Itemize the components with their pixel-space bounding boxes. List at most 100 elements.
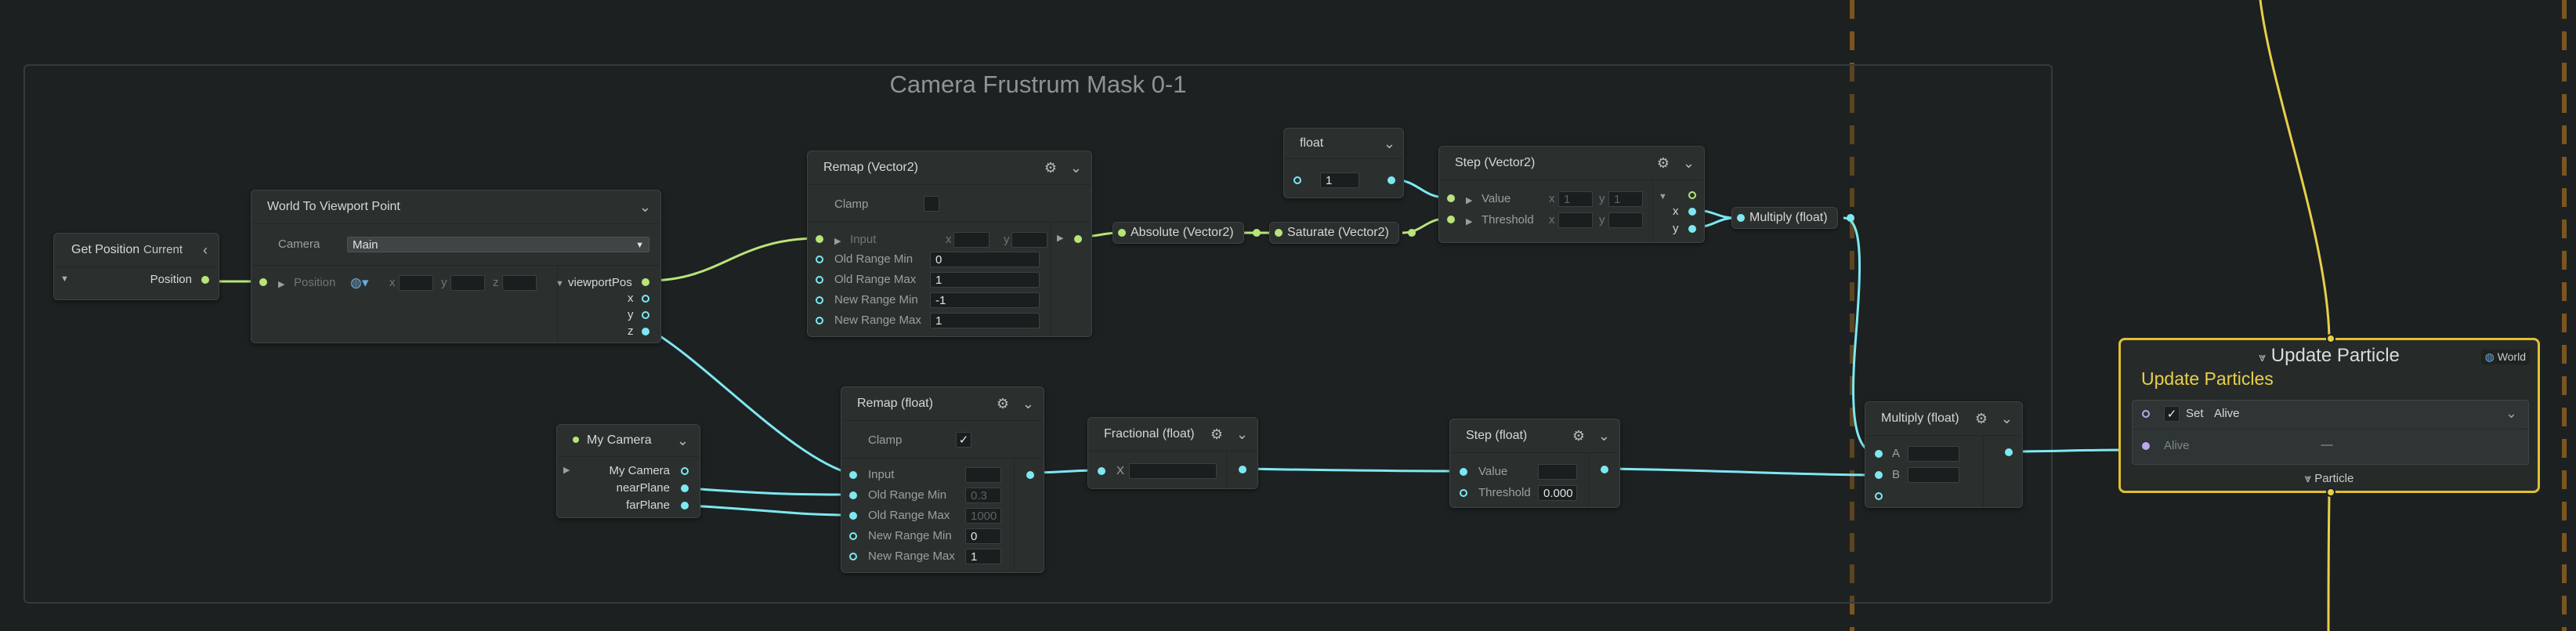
b-field[interactable] (1908, 467, 1959, 483)
input-port[interactable] (1447, 216, 1455, 223)
node-fractional-float[interactable]: Fractional (float) ⚙ ⌄ X (1087, 417, 1258, 489)
add-input-port[interactable] (1875, 492, 1883, 500)
expand-toggle-icon[interactable]: ▶ (278, 280, 285, 289)
threshold-y-field[interactable] (1608, 212, 1643, 228)
group-title[interactable]: Camera Frustrum Mask 0-1 (889, 71, 1187, 98)
value-x-field[interactable]: 1 (1558, 191, 1593, 207)
expand-toggle-icon[interactable]: ▶ (1466, 196, 1473, 205)
output-port[interactable] (642, 328, 649, 335)
input-port[interactable] (1875, 450, 1883, 458)
output-port[interactable] (1407, 229, 1416, 237)
context-header[interactable]: ⩔ Update Particle (2121, 345, 2538, 367)
position-z-field[interactable] (502, 275, 537, 291)
gear-icon[interactable]: ⚙ (1572, 428, 1585, 444)
float-value-field[interactable]: 1 (1320, 172, 1359, 188)
gear-icon[interactable]: ⚙ (996, 396, 1009, 412)
chevron-left-icon[interactable]: ‹ (203, 242, 208, 258)
expand-toggle-icon[interactable]: ▶ (834, 237, 841, 246)
output-port[interactable] (1846, 214, 1854, 222)
input-port[interactable] (2142, 442, 2150, 450)
block-activation-port[interactable] (2142, 410, 2150, 418)
node-header[interactable]: Multiply (float) ⚙ ⌄ (1865, 402, 2022, 436)
expand-toggle-icon[interactable]: ▶ (563, 466, 570, 475)
node-step-vector2[interactable]: Step (Vector2) ⚙ ⌄ ▶ Value x 1 y 1 ▶ Thr… (1438, 146, 1705, 243)
context-update-particle[interactable]: ⩔ Update Particle ◍ World Update Particl… (2118, 334, 2540, 497)
input-port[interactable] (259, 278, 267, 286)
input-port[interactable] (1460, 489, 1467, 497)
mode-label[interactable]: Current (143, 243, 183, 256)
output-port[interactable] (681, 484, 689, 492)
expand-toggle-icon[interactable]: ▶ (1466, 217, 1473, 227)
chevron-down-icon[interactable]: ⌄ (1597, 428, 1610, 444)
gear-icon[interactable]: ⚙ (1210, 426, 1223, 442)
output-port[interactable] (681, 467, 689, 475)
node-world-to-viewport[interactable]: World To Viewport Point ⌄ Camera Main ▼ … (251, 190, 661, 343)
range-field[interactable]: 1 (930, 313, 1040, 328)
expand-toggle-icon[interactable]: ▼ (1659, 192, 1667, 201)
expand-toggle-icon[interactable]: ▼ (555, 279, 564, 288)
input-port[interactable] (849, 532, 857, 540)
output-port[interactable] (1688, 191, 1696, 199)
range-field[interactable]: 0 (930, 252, 1040, 267)
input-port[interactable] (1098, 467, 1105, 475)
output-port[interactable] (1688, 225, 1696, 233)
gear-icon[interactable]: ⚙ (1974, 411, 1988, 426)
node-header[interactable]: float ⌄ (1284, 129, 1403, 159)
node-remap-vector2[interactable]: Remap (Vector2) ⚙ ⌄ Clamp ▶ Input x y ▶ … (807, 150, 1092, 337)
chevron-down-icon[interactable]: ⌄ (676, 433, 689, 448)
threshold-field[interactable]: 0.000 (1538, 485, 1577, 501)
output-port[interactable] (1074, 235, 1082, 243)
chevron-down-icon[interactable]: ⌄ (2505, 405, 2517, 421)
input-y-field[interactable] (1011, 232, 1047, 248)
input-port[interactable] (1275, 229, 1283, 237)
input-port[interactable] (1460, 468, 1467, 476)
output-port[interactable] (681, 502, 689, 510)
input-port[interactable] (1875, 471, 1883, 479)
input-port[interactable] (816, 235, 823, 243)
chevron-down-icon[interactable]: ⌄ (1236, 426, 1248, 442)
range-field[interactable]: 1000 (965, 508, 1001, 524)
position-y-field[interactable] (450, 275, 485, 291)
input-port[interactable] (816, 296, 823, 304)
space-toggle[interactable]: ◍ World (2480, 350, 2530, 364)
clamp-checkbox[interactable] (924, 196, 939, 212)
input-port[interactable] (849, 512, 857, 520)
input-port[interactable] (816, 317, 823, 325)
input-port[interactable] (816, 256, 823, 263)
input-x-field[interactable] (953, 232, 990, 248)
node-my-camera[interactable]: My Camera ⌄ ▶ My Camera nearPlane farPla… (556, 424, 700, 518)
gear-icon[interactable]: ⚙ (1044, 160, 1057, 176)
expand-toggle-icon[interactable]: ▼ (60, 274, 69, 284)
range-field[interactable] (965, 467, 1001, 483)
input-port[interactable] (1293, 176, 1301, 184)
chevron-down-icon[interactable]: ⌄ (2000, 411, 2013, 426)
value-field[interactable] (1538, 464, 1577, 480)
position-x-field[interactable] (399, 275, 433, 291)
chevron-down-icon[interactable]: ⌄ (1383, 136, 1395, 151)
output-port[interactable] (642, 278, 649, 286)
context-subtitle[interactable]: Update Particles (2141, 368, 2274, 389)
a-field[interactable] (1908, 446, 1959, 462)
output-port[interactable] (1026, 471, 1034, 479)
input-port[interactable] (849, 471, 857, 479)
expand-toggle-icon[interactable]: ▶ (1057, 234, 1064, 243)
range-field[interactable]: -1 (930, 292, 1040, 308)
x-field[interactable] (1129, 463, 1217, 479)
node-multiply-float-pill[interactable]: Multiply (float) (1731, 207, 1854, 229)
block-enable-checkbox[interactable]: ✓ (2164, 406, 2180, 422)
flow-output-port[interactable] (2326, 488, 2335, 497)
node-step-float[interactable]: Step (float) ⚙ ⌄ Value Threshold 0.000 (1449, 419, 1620, 508)
alive-toggle[interactable]: — (2321, 438, 2333, 451)
threshold-x-field[interactable] (1558, 212, 1593, 228)
flow-input-port[interactable] (2326, 334, 2335, 343)
range-field[interactable]: 1 (965, 549, 1001, 564)
node-multiply-float[interactable]: Multiply (float) ⚙ ⌄ A B (1865, 401, 2023, 508)
node-header[interactable]: World To Viewport Point ⌄ (251, 190, 660, 224)
node-get-position[interactable]: Get Position Current ‹ ▼ Position (53, 233, 219, 300)
gear-icon[interactable]: ⚙ (1656, 155, 1670, 171)
output-port[interactable] (642, 295, 649, 303)
node-header[interactable]: Fractional (float) ⚙ ⌄ (1088, 418, 1257, 451)
node-header[interactable]: Step (float) ⚙ ⌄ (1450, 419, 1619, 453)
node-header[interactable]: Get Position Current ‹ (54, 234, 219, 267)
chevron-down-icon[interactable]: ⌄ (1069, 160, 1082, 176)
